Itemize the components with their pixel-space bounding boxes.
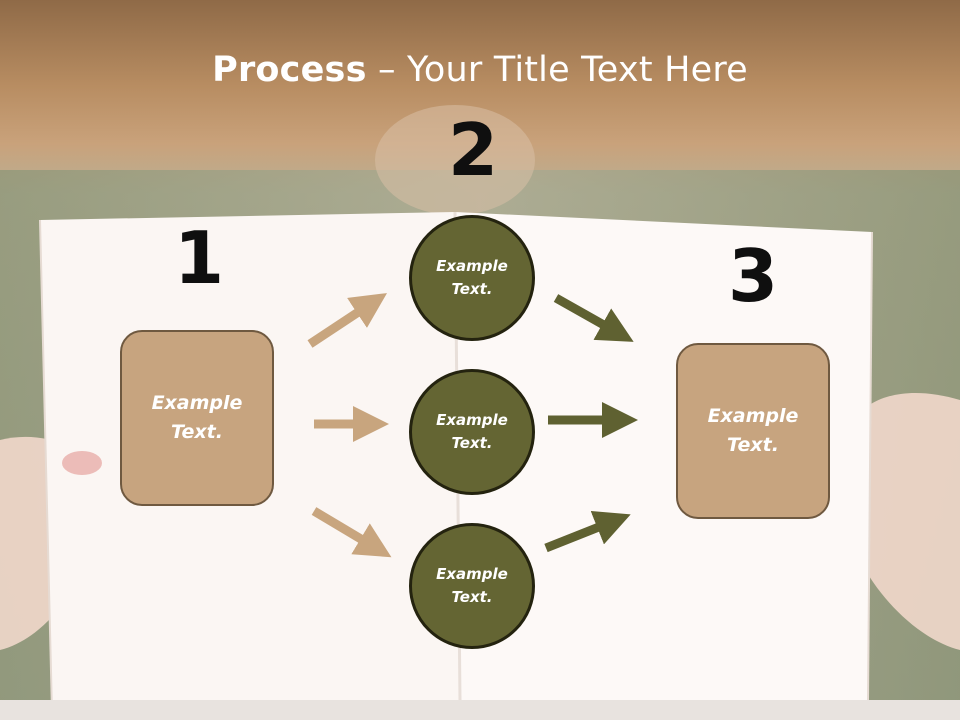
top-circle: Example Text. (409, 215, 535, 341)
middle-circle-text: Example Text. (436, 411, 508, 452)
step-number-3: 3 (727, 234, 779, 318)
right-step-text: Example Text. (707, 405, 799, 456)
right-step-box: Example Text. (676, 343, 830, 519)
middle-circle: Example Text. (409, 369, 535, 495)
left-step-text: Example Text. (151, 392, 243, 443)
bottom-circle: Example Text. (409, 523, 535, 649)
step-number-2: 2 (447, 108, 499, 192)
title-bold: Process (212, 50, 367, 90)
left-step-box: Example Text. (120, 330, 274, 506)
step-number-1: 1 (173, 216, 225, 300)
arrow-bottom-to-right (544, 510, 631, 553)
arrow-left-to-top (307, 293, 388, 348)
slide-title: Process – Your Title Text Here (0, 50, 960, 90)
title-rest: – Your Title Text Here (366, 50, 748, 90)
arrow-left-to-bottom (311, 507, 392, 558)
arrow-top-to-right (553, 294, 634, 342)
bottom-circle-text: Example Text. (436, 565, 508, 606)
top-circle-text: Example Text. (436, 257, 508, 298)
